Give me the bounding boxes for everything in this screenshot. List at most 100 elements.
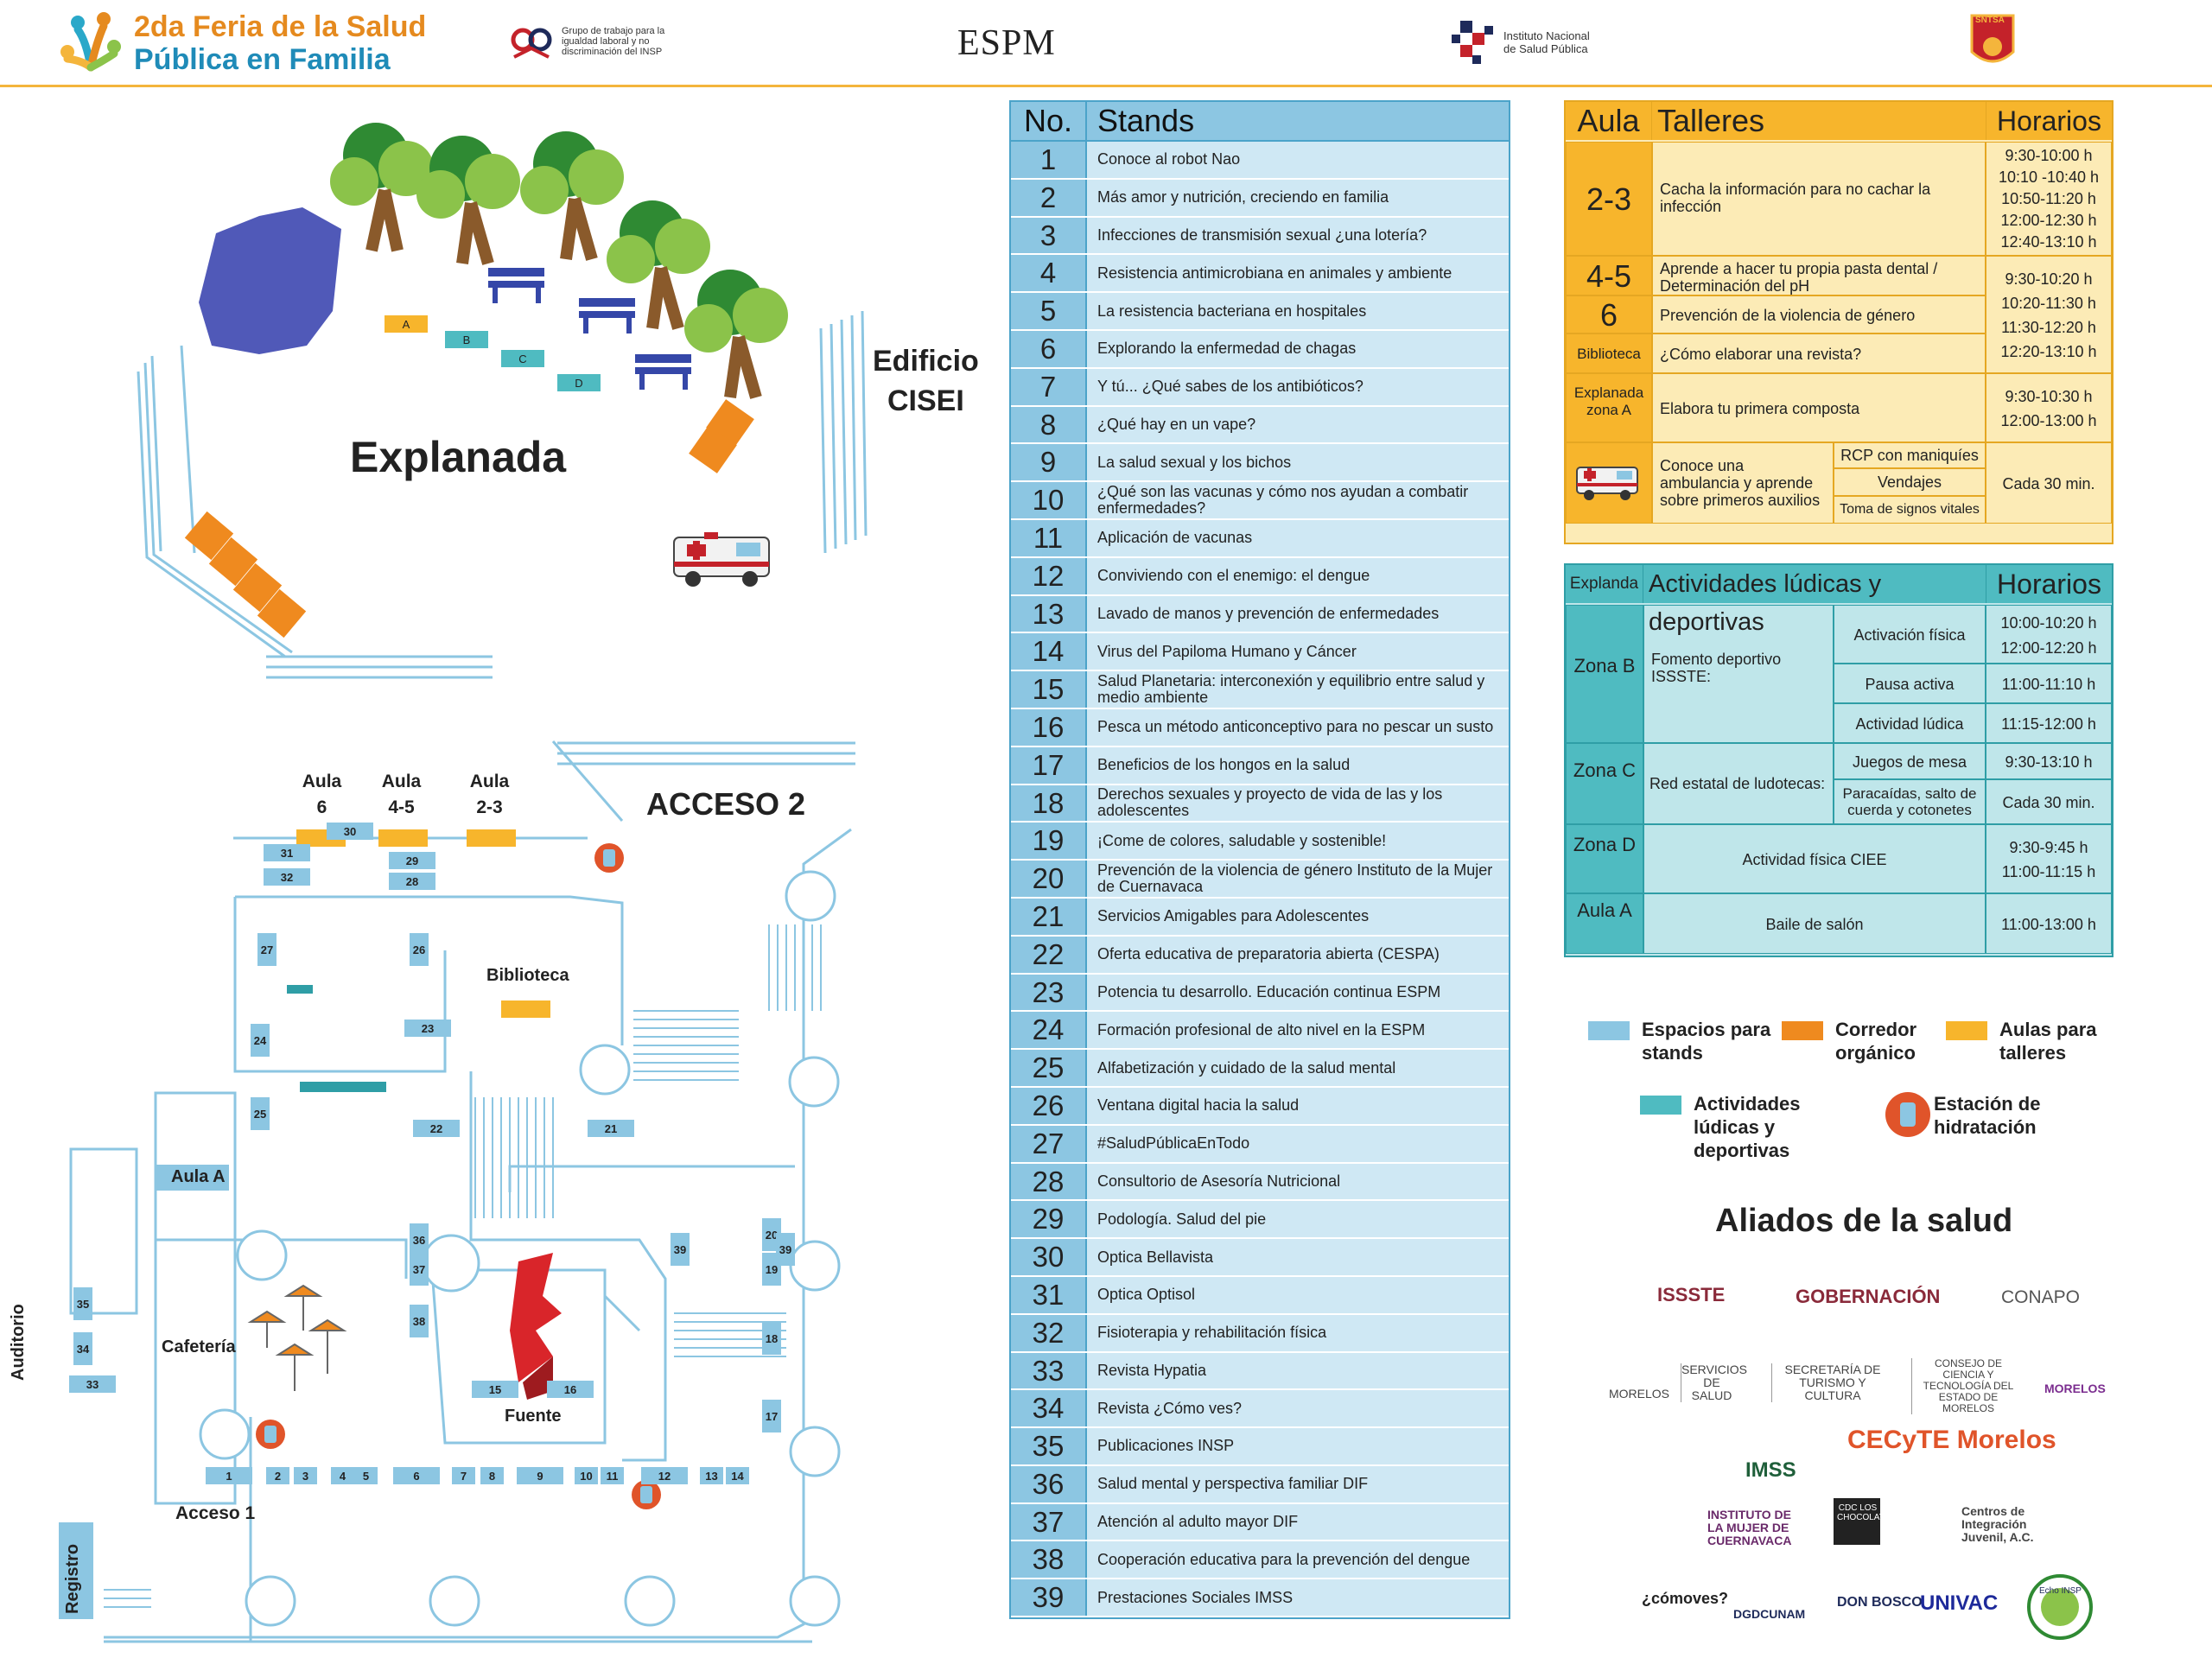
zona-d: Zona D (1566, 824, 1643, 893)
partner-don-bosco: DON BOSCO (1837, 1595, 1923, 1610)
aliados-title: Aliados de la salud (1715, 1203, 2013, 1239)
stand-marker (726, 1467, 749, 1484)
stand-number: 19 (1011, 823, 1087, 860)
stand-marker (327, 823, 373, 840)
stand-title: Fisioterapia y rehabilitación física (1087, 1314, 1509, 1351)
stand-title: Cooperación educativa para la prevención… (1087, 1541, 1509, 1579)
aula-a-box (156, 1165, 229, 1191)
stand-title: La resistencia bacteriana en hospitales (1087, 293, 1509, 329)
stand-marker (294, 1467, 317, 1484)
stand-number: 24 (1011, 1012, 1087, 1049)
legend-actividades: Actividades lúdicas y deportivas (1694, 1093, 1801, 1161)
stand-marker-number: 36 (413, 1234, 425, 1247)
explanada-label: Explanada (350, 433, 567, 481)
stand-marker (251, 1024, 270, 1057)
stand-number: 9 (1011, 444, 1087, 481)
stand-title: Lavado de manos y prevención de enfermed… (1087, 595, 1509, 632)
zona-b-horario-2: 11:00-11:10 h (1986, 664, 2112, 703)
aula-4-5-l2: 4-5 (388, 797, 415, 817)
stand-title: Más amor y nutrición, creciendo en famil… (1087, 179, 1509, 216)
stand-number: 3 (1011, 217, 1087, 254)
aula-6-l2: 6 (316, 797, 327, 817)
stand-marker (547, 1381, 594, 1398)
stand-number: 8 (1011, 406, 1087, 443)
stand-number: 26 (1011, 1087, 1087, 1124)
activacion-fisica: Activación física (1834, 605, 1986, 664)
stand-marker (641, 1467, 688, 1484)
partner-turismo: SECRETARÍA DE TURISMO Y CULTURA (1771, 1363, 1893, 1402)
stand-marker-number: 22 (430, 1122, 442, 1135)
stand-marker (700, 1467, 723, 1484)
taller-composta: Elabora tu primera composta (1652, 373, 1986, 442)
col-horarios-act: Horarios (1986, 565, 2112, 603)
stand-marker (73, 1332, 92, 1365)
auditorio-label: Auditorio (9, 1304, 28, 1381)
stand-marker-number: 34 (77, 1343, 90, 1356)
stand-title: Infecciones de transmisión sexual ¿una l… (1087, 217, 1509, 254)
juegos-de-mesa: Juegos de mesa (1834, 743, 1986, 779)
stand-number: 16 (1011, 708, 1087, 746)
insp-logo-text: Instituto Nacional de Salud Pública (1503, 29, 1590, 55)
stand-title: Conoce al robot Nao (1087, 142, 1509, 178)
stand-marker-number: 23 (422, 1022, 434, 1035)
col-actividades: Actividades lúdicas y deportivas (1643, 565, 1986, 636)
zona-c-horario-1: 9:30-13:10 h (1986, 743, 2112, 779)
stand-number: 35 (1011, 1428, 1087, 1464)
taller-violencia: Prevención de la violencia de género (1652, 295, 1986, 334)
taller-cacha: Cacha la información para no cachar la i… (1652, 142, 1986, 256)
schedule-line: 12:00-13:00 h (2000, 412, 2097, 429)
stand-title: La salud sexual y los bichos (1087, 444, 1509, 481)
aula-2-3: 2-3 (1566, 142, 1652, 256)
legend-aulas-swatch (1946, 1021, 1987, 1040)
stand-number: 36 (1011, 1465, 1087, 1502)
stand-marker-number: 31 (281, 847, 293, 860)
stand-row: 19¡Come de colores, saludable y sostenib… (1011, 823, 1509, 861)
stand-number: 34 (1011, 1390, 1087, 1427)
schedule-line: 10:10 -10:40 h (1998, 168, 2100, 186)
schedule-line: 10:20-11:30 h (2001, 295, 2096, 312)
taller-revista: ¿Cómo elaborar una revista? (1652, 334, 1986, 373)
stand-number: 27 (1011, 1125, 1087, 1162)
aula-2-3-l2: 2-3 (476, 797, 503, 817)
stand-row: 8¿Qué hay en un vape? (1011, 406, 1509, 445)
stand-number: 7 (1011, 368, 1087, 405)
registro-box (59, 1522, 93, 1619)
stand-marker-number: 26 (413, 943, 425, 956)
stand-title: ¡Come de colores, saludable y sostenible… (1087, 823, 1509, 860)
sntsa-logo-text: SNTSA (1975, 16, 2005, 25)
stand-marker (73, 1287, 92, 1320)
stand-number: 21 (1011, 898, 1087, 935)
stand-marker (389, 873, 435, 890)
partner-issste: ISSSTE (1657, 1284, 1726, 1305)
stand-marker (452, 1467, 475, 1484)
stand-title: #SaludPúblicaEnTodo (1087, 1125, 1509, 1162)
zone-d (557, 374, 601, 391)
stand-title: Potencia tu desarrollo. Educación contin… (1087, 974, 1509, 1011)
zone-label: D (575, 377, 582, 390)
stand-number: 5 (1011, 293, 1087, 329)
stand-title: Servicios Amigables para Adolescentes (1087, 898, 1509, 935)
stand-title: Atención al adulto mayor DIF (1087, 1503, 1509, 1540)
aula-a-horario: 11:00-13:00 h (1986, 893, 2112, 954)
header: 2da Feria de la Salud Pública en Familia… (0, 0, 2212, 87)
stand-marker-number: 29 (406, 854, 418, 867)
partner-comoves: ¿cómoves? (1642, 1590, 1729, 1607)
hydration-station-icons (256, 843, 661, 1509)
stand-title: Formación profesional de alto nivel en l… (1087, 1012, 1509, 1049)
stand-number: 15 (1011, 671, 1087, 708)
aula-6: 6 (1566, 295, 1652, 334)
stand-marker-number: 39 (674, 1243, 686, 1256)
sub-signos: Toma de signos vitales (1834, 496, 1986, 524)
stand-marker (251, 1097, 270, 1130)
